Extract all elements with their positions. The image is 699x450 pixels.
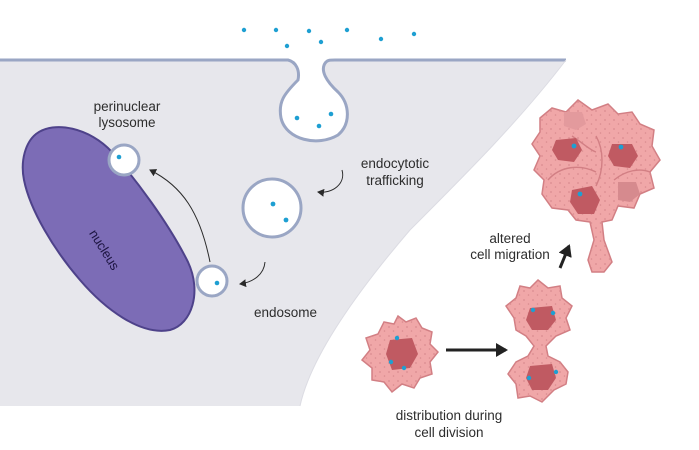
migration-arrow <box>558 244 572 269</box>
endocytotic-vesicle <box>241 177 303 239</box>
arrow-trafficking <box>317 169 344 197</box>
migration-label-line1: altered <box>489 231 530 246</box>
perinuclear-label-line2: lysosome <box>98 115 155 130</box>
plasma-membrane <box>0 58 566 143</box>
arrow-to-endosome <box>239 261 266 288</box>
single-cell <box>360 314 440 394</box>
endocytotic-label-line1: endocytotic <box>361 156 430 171</box>
invagination-particles <box>294 111 334 129</box>
division-label-line1: distribution during <box>396 408 503 423</box>
dividing-cell <box>504 278 573 403</box>
endocytotic-label-line2: trafficking <box>366 173 424 188</box>
perinuclear-label-line1: perinuclear <box>94 99 161 114</box>
migrating-cell-cluster <box>531 99 661 273</box>
perinuclear-lysosome <box>107 143 141 177</box>
extracellular-particles <box>241 27 417 49</box>
migration-label-line2: cell migration <box>470 247 550 262</box>
endosome <box>195 264 229 298</box>
membrane-edge <box>299 59 567 407</box>
arrow-to-lysosome <box>149 169 211 263</box>
trafficking-arrows <box>149 169 344 288</box>
division-label-line2: cell division <box>414 425 483 440</box>
endosome-label: endosome <box>254 305 317 320</box>
